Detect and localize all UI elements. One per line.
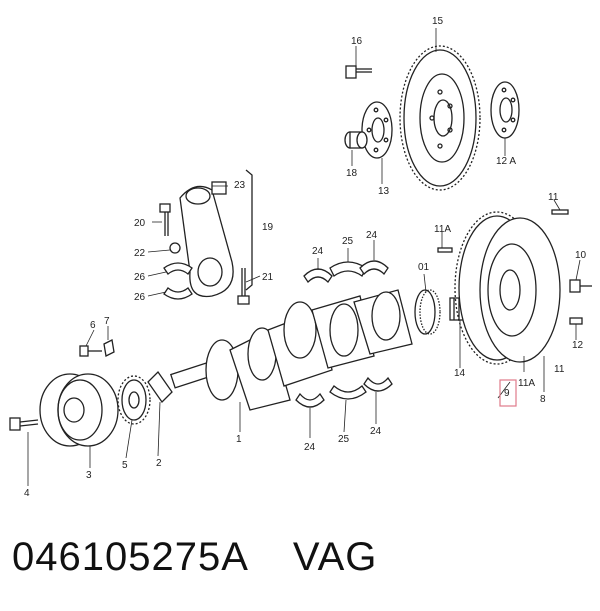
callout-01: 01 (418, 262, 430, 273)
callout-26-lower: 26 (134, 292, 146, 303)
callout-3: 3 (86, 470, 92, 481)
callout-20: 20 (134, 218, 146, 229)
part-caption: 046105275A VAG (12, 535, 592, 591)
callout-2: 2 (156, 458, 162, 469)
woodruff-key-7 (103, 339, 115, 357)
main-bearing-25-upper (329, 261, 367, 277)
belt-pulley-3 (39, 373, 119, 447)
callout-26-upper: 26 (134, 272, 146, 283)
leader-lines (27, 28, 581, 486)
callout-9: 9 (504, 388, 510, 399)
highlight-box (499, 379, 517, 407)
rod-nut-22 (169, 242, 181, 254)
callout-16: 16 (351, 36, 363, 47)
thrust-washer-24-lower-left (295, 392, 325, 408)
flywheel-bolt-10 (569, 279, 592, 293)
callout-14: 14 (454, 368, 466, 379)
callout-5: 5 (122, 460, 128, 471)
callout-24-lower-right: 24 (370, 426, 382, 437)
dowel-pin-12 (569, 317, 583, 325)
spacer-plate-13 (361, 101, 393, 159)
callout-23: 23 (234, 180, 246, 191)
dowel-pin-11a (437, 247, 453, 253)
vendor-name: VAG (292, 535, 378, 579)
callout-24-upper-right: 24 (366, 230, 378, 241)
seal-ring-2 (147, 370, 173, 404)
callout-1: 1 (236, 434, 242, 445)
main-bearing-25-lower (329, 385, 367, 400)
callout-11a-bottom: 11A (518, 378, 535, 389)
thrust-washer-24-upper-left (303, 268, 333, 284)
bearing-shell-26-lower (163, 287, 193, 300)
callout-6: 6 (90, 320, 96, 331)
bearing-shell-26-upper (163, 262, 193, 275)
connecting-rod (179, 169, 253, 298)
callout-25-lower: 25 (338, 434, 350, 445)
callout-10: 10 (575, 250, 587, 261)
crankshaft (169, 289, 441, 411)
callout-13: 13 (378, 186, 390, 197)
rod-bolt-20 (159, 203, 171, 236)
callout-22: 22 (134, 248, 146, 259)
bolt-6 (79, 345, 102, 357)
thrust-washer-24-upper-right (359, 260, 389, 276)
part-number: 046105275A (12, 535, 249, 579)
timing-gear-5 (117, 375, 151, 425)
flywheel-top (399, 45, 481, 191)
callout-25-upper: 25 (342, 236, 354, 247)
callout-18: 18 (346, 168, 358, 179)
thrust-washer-24-lower-right (363, 376, 393, 392)
callout-11-bottom: 11 (554, 364, 565, 375)
callout-11a-top: 11A (434, 224, 451, 235)
callout-4: 4 (24, 488, 30, 499)
callout-12: 12 (572, 340, 584, 351)
pressure-plate-12a (490, 81, 520, 139)
bushing-18 (344, 131, 368, 149)
dowel-pin-11 (551, 209, 569, 215)
flywheel-dual-mass (454, 211, 561, 365)
callout-19: 19 (262, 222, 274, 233)
callout-labels: 1 2 3 4 5 6 7 8 9 10 11 11 11A 11A 12 12… (24, 16, 587, 499)
callout-8: 8 (540, 394, 546, 405)
callout-11-top: 11 (548, 192, 559, 203)
callout-24-upper-left: 24 (312, 246, 324, 257)
callout-12a: 12 A (496, 156, 516, 167)
flywheel-bolt (345, 65, 372, 79)
pulley-bolt-4 (9, 417, 39, 431)
callout-7: 7 (104, 316, 110, 327)
rod-bolt-21 (237, 268, 250, 305)
callout-24-lower-left: 24 (304, 442, 316, 453)
callout-21: 21 (262, 272, 274, 283)
callout-15: 15 (432, 16, 444, 27)
